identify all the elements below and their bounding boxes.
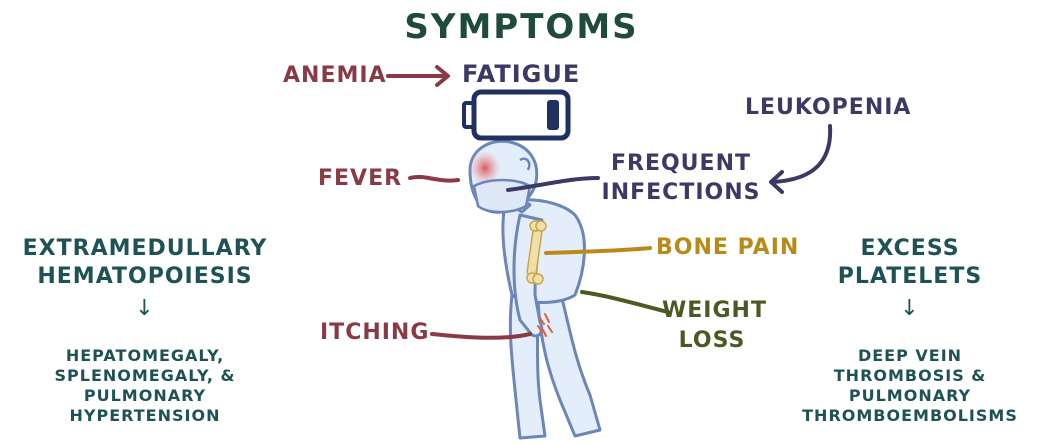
leukopenia-arrow [771, 126, 830, 192]
battery-icon [464, 92, 568, 138]
left-heading-line2: HEMATOPOIESIS [10, 266, 280, 288]
left-heading-line1: EXTRAMEDULLARY [10, 238, 280, 260]
label-weight: WEIGHT [662, 300, 762, 322]
left-line-2: SPLENOMEGALY, & [10, 368, 280, 384]
leg-back [538, 290, 600, 436]
page-title: SYMPTOMS [0, 10, 1043, 44]
right-down-arrow: ↓ [800, 298, 1020, 320]
label-anemia: ANEMIA [283, 65, 387, 87]
left-line-3: PULMONARY [10, 388, 280, 404]
label-fatigue: FATIGUE [462, 62, 580, 86]
fever-connector [410, 177, 458, 181]
left-line-1: HEPATOMEGALY, [10, 348, 280, 364]
right-line-1: DEEP VEIN [800, 348, 1020, 364]
label-fever: FEVER [318, 168, 402, 190]
right-heading-line2: PLATELETS [800, 266, 1020, 288]
right-line-4: THROMBOEMBOLISMS [800, 408, 1020, 424]
face-mask [474, 180, 530, 212]
right-line-3: PULMONARY [800, 388, 1020, 404]
weight-loss-connector [582, 292, 668, 312]
right-heading-line1: EXCESS [800, 238, 1020, 260]
label-frequent: FREQUENT [600, 153, 762, 175]
label-infections: INFECTIONS [600, 182, 762, 204]
left-line-4: HYPERTENSION [10, 408, 280, 424]
label-bone-pain: BONE PAIN [656, 237, 799, 259]
label-loss: LOSS [662, 330, 762, 352]
label-itching: ITCHING [320, 322, 429, 344]
anemia-arrow [388, 67, 448, 85]
left-down-arrow: ↓ [10, 298, 280, 320]
itching-connector [432, 334, 530, 338]
label-leukopenia: LEUKOPENIA [745, 97, 911, 119]
right-line-2: THROMBOSIS & [800, 368, 1020, 384]
